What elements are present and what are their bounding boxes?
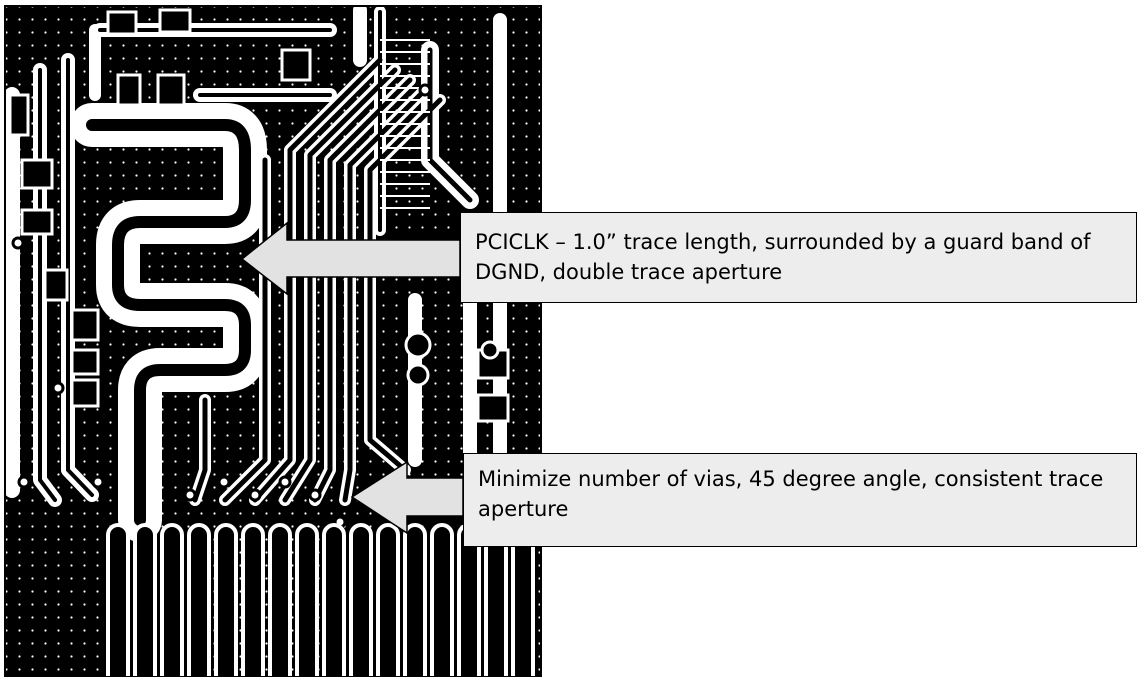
- callout-pciclk-text: PCICLK – 1.0” trace length, surrounded b…: [475, 230, 1091, 284]
- copper-traces: [38, 10, 473, 526]
- callout-pciclk: PCICLK – 1.0” trace length, surrounded b…: [460, 212, 1137, 303]
- vias: [11, 83, 432, 529]
- callout-vias-text: Minimize number of vias, 45 degree angle…: [478, 467, 1104, 521]
- connector-fanout: [380, 39, 430, 209]
- callout-vias: Minimize number of vias, 45 degree angle…: [463, 453, 1137, 547]
- left-board-strip: [20, 520, 100, 677]
- edge-connector-fingers: [106, 523, 535, 677]
- component-pads: [8, 8, 510, 423]
- board-outline: [4, 5, 542, 677]
